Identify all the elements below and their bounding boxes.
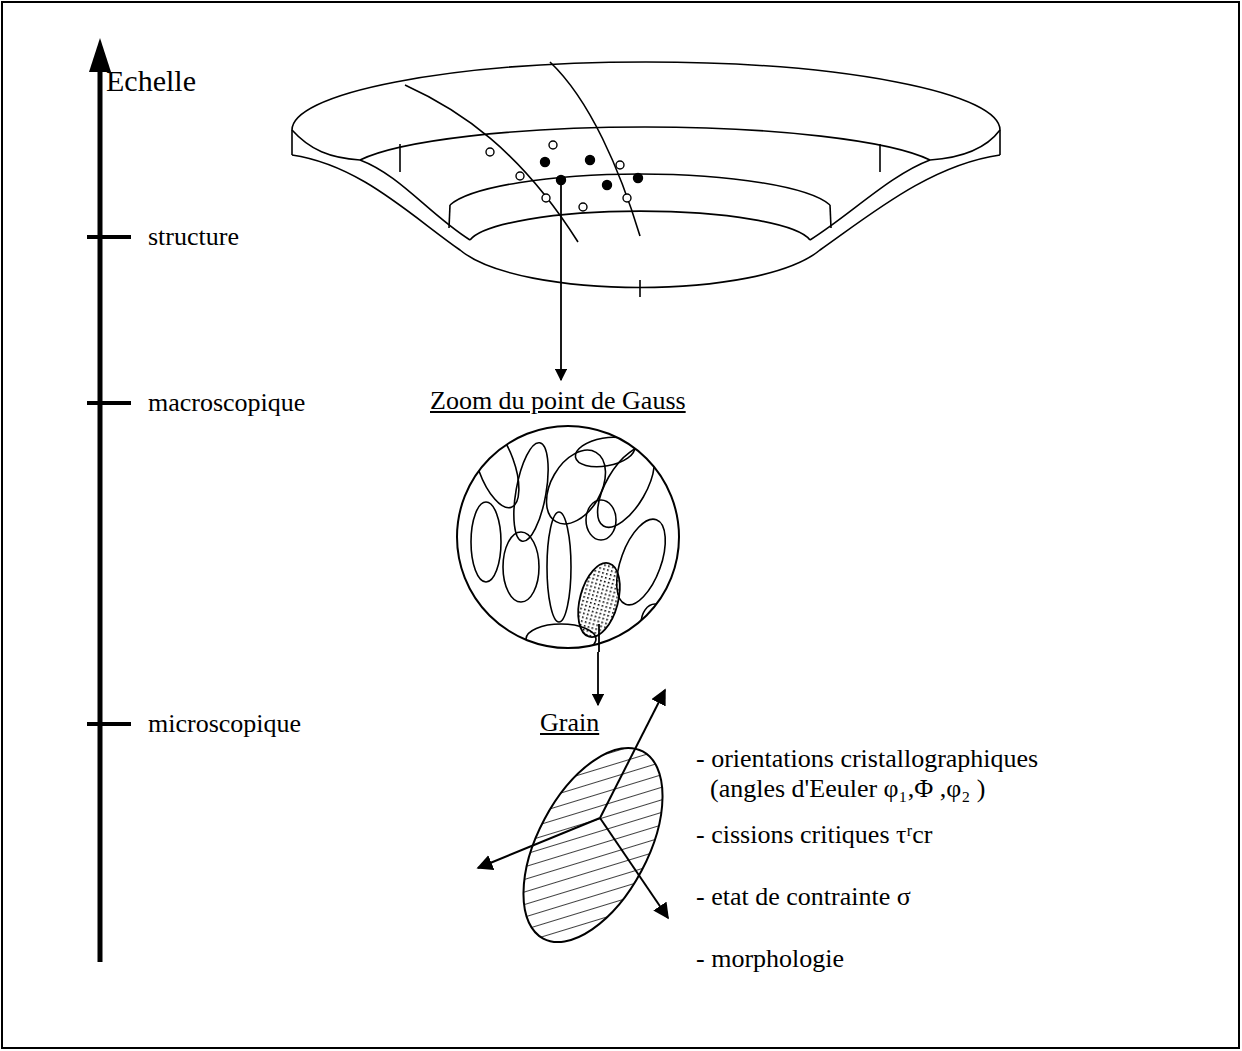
gauss-points bbox=[486, 141, 643, 211]
property-item: - morphologie bbox=[696, 944, 844, 974]
node-heading: Grain bbox=[538, 708, 601, 738]
axis-title: Echelle bbox=[106, 64, 196, 98]
scale-label: structure bbox=[148, 222, 239, 252]
axis-tick bbox=[87, 235, 131, 239]
grain-aggregate bbox=[455, 424, 681, 650]
axis-tick bbox=[87, 401, 131, 405]
scale-axis bbox=[98, 68, 103, 962]
grain: Grain bbox=[478, 706, 688, 968]
dish-structure bbox=[292, 62, 1000, 297]
node-heading: Zoom du point de Gauss bbox=[428, 386, 688, 416]
property-item: - orientations cristallographiques (angl… bbox=[696, 744, 1110, 804]
zoom-connector bbox=[597, 652, 599, 705]
property-item: - etat de contrainte σ bbox=[696, 882, 911, 912]
scale-label: microscopique bbox=[148, 709, 301, 739]
scale-label: macroscopique bbox=[148, 388, 305, 418]
axis-tick bbox=[87, 722, 131, 726]
zoom-arrow bbox=[560, 184, 562, 380]
aggregate-zoom: Zoom du point de Gauss bbox=[428, 386, 750, 652]
grain-figure bbox=[478, 706, 688, 968]
property-item: - cissions critiques τʳcr bbox=[696, 820, 932, 850]
